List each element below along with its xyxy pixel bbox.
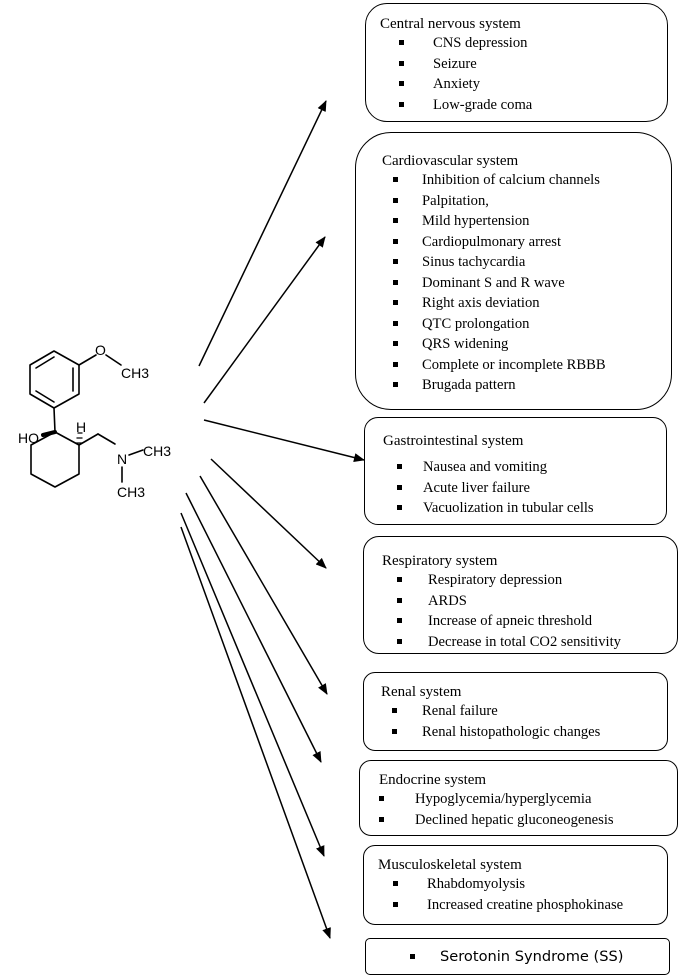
bullet-icon	[393, 320, 398, 326]
list-item: QRS widening	[393, 334, 671, 355]
box-endocrine-system: Endocrine system Hypoglycemia/hyperglyce…	[359, 760, 678, 836]
bullet-icon	[397, 505, 402, 510]
bullet-icon	[397, 484, 402, 490]
bullet-icon	[399, 60, 404, 66]
box-serotonin-syndrome: Serotonin Syndrome (SS)	[365, 938, 670, 975]
bullet-icon	[393, 901, 398, 907]
list-item: Increased creatine phosphokinase	[393, 895, 667, 916]
bullet-icon	[392, 728, 397, 734]
list-item: Complete or incomplete RBBB	[393, 355, 671, 376]
list-item: Low-grade coma	[399, 95, 667, 116]
bullet-icon	[393, 238, 398, 244]
bullet-icon	[397, 464, 402, 469]
box-cardiovascular-system: Cardiovascular system Inhibition of calc…	[355, 132, 672, 410]
box-title: Renal system	[381, 684, 462, 700]
bullet-icon	[379, 796, 384, 801]
hydroxyl-label: HO	[18, 430, 39, 446]
methoxy-ch3-label: CH3	[121, 365, 149, 381]
list-item: Sinus tachycardia	[393, 252, 671, 273]
methoxy-o-label: O	[95, 342, 106, 358]
bullet-icon	[410, 954, 415, 959]
bullet-icon	[397, 577, 402, 582]
bullet-icon	[399, 101, 404, 107]
box-title: Respiratory system	[382, 553, 498, 569]
bullet-icon	[393, 361, 398, 367]
bullet-icon	[393, 197, 398, 203]
amine-ch3-lower-label: CH3	[117, 484, 145, 500]
list-item: Cardiopulmonary arrest	[393, 232, 671, 253]
list-item: QTC prolongation	[393, 314, 671, 335]
list-item: Renal failure	[392, 701, 667, 722]
box-title: Musculoskeletal system	[378, 857, 522, 873]
list-item: Mild hypertension	[393, 211, 671, 232]
list-item: Acute liver failure	[397, 478, 666, 499]
box-title: Cardiovascular system	[382, 153, 519, 169]
arrow-to-ss	[180, 526, 331, 939]
list-item: ARDS	[397, 591, 677, 612]
box-renal-system: Renal system Renal failure Renal histopa…	[363, 672, 668, 751]
bullet-icon	[393, 259, 398, 264]
benzene-ring	[29, 350, 80, 409]
list-item: Hypoglycemia/hyperglycemia	[379, 789, 677, 810]
arrow-to-cns	[198, 100, 327, 367]
arrow-to-gi	[203, 419, 365, 462]
list-item: Respiratory depression	[397, 570, 677, 591]
box-title: Central nervous system	[380, 16, 521, 32]
amine-n-label: N	[117, 451, 127, 467]
arrow-to-resp	[210, 458, 327, 569]
bullet-icon	[393, 881, 398, 886]
arrow-to-renal	[199, 475, 328, 695]
amine-ch3-upper-label: CH3	[143, 443, 171, 459]
list-item: CNS depression	[399, 33, 667, 54]
list-item: Palpitation,	[393, 191, 671, 212]
bullet-icon	[393, 382, 398, 387]
list-item: Increase of apneic threshold	[397, 611, 677, 632]
arrow-to-musc	[180, 512, 325, 857]
list-item: Decrease in total CO2 sensitivity	[397, 632, 677, 653]
box-gastrointestinal-system: Gastrointestinal system Nausea and vomit…	[364, 417, 667, 525]
list-item: Rhabdomyolysis	[393, 874, 667, 895]
arrow-to-cardio	[203, 236, 326, 404]
box-title: Gastrointestinal system	[383, 433, 524, 449]
list-item: Right axis deviation	[393, 293, 671, 314]
bullet-icon	[399, 81, 404, 86]
bullet-icon	[393, 341, 398, 346]
box-respiratory-system: Respiratory system Respiratory depressio…	[363, 536, 678, 654]
list-item: Serotonin Syndrome (SS)	[410, 947, 669, 968]
list-item: Inhibition of calcium channels	[393, 170, 671, 191]
list-item: Anxiety	[399, 74, 667, 95]
bullet-icon	[392, 708, 397, 713]
bullet-icon	[397, 618, 402, 623]
bullet-icon	[393, 279, 398, 285]
list-item: Declined hepatic gluconeogenesis	[379, 810, 677, 831]
bullet-icon	[399, 40, 404, 45]
bullet-icon	[393, 218, 398, 223]
list-item: Vacuolization in tubular cells	[397, 498, 666, 519]
bullet-icon	[393, 177, 398, 182]
bullet-icon	[397, 638, 402, 644]
box-title: Endocrine system	[379, 772, 487, 788]
box-central-nervous-system: Central nervous system CNS depression Se…	[365, 3, 668, 122]
list-item: Seizure	[399, 54, 667, 75]
list-item: Brugada pattern	[393, 375, 671, 396]
box-musculoskeletal-system: Musculoskeletal system Rhabdomyolysis In…	[363, 845, 668, 925]
stereo-h-label: H	[76, 419, 86, 435]
list-item: Dominant S and R wave	[393, 273, 671, 294]
bullet-icon	[393, 300, 398, 305]
arrow-to-endo	[185, 492, 322, 763]
bullet-icon	[379, 816, 384, 822]
bullet-icon	[397, 597, 402, 603]
list-item: Nausea and vomiting	[397, 457, 666, 478]
list-item: Renal histopathologic changes	[392, 722, 667, 743]
